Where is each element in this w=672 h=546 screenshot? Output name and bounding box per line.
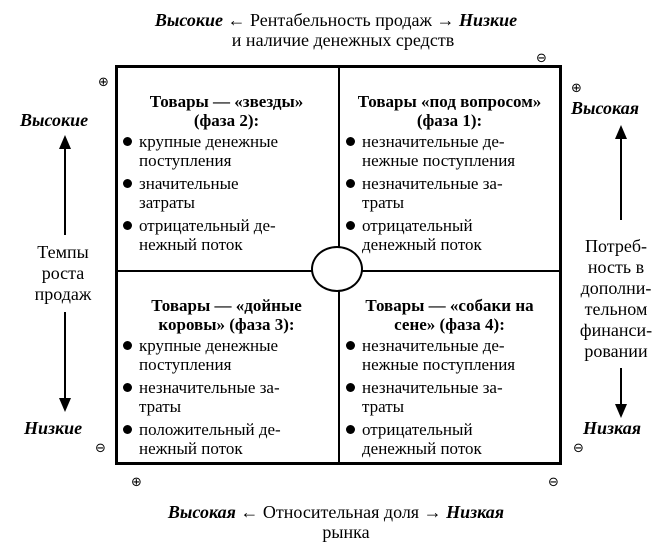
sign-plus-top-right: ⊕ bbox=[571, 81, 582, 96]
top-axis-line2: и наличие денежных средств bbox=[231, 30, 455, 50]
quadrant-title-line: Товары «под вопросом» bbox=[357, 92, 542, 111]
quadrant-question: Товары «под вопросом» (фаза 1): незначит… bbox=[342, 92, 557, 258]
list-item: незначительные за-траты bbox=[119, 378, 334, 416]
top-axis-right-arrow: → bbox=[436, 10, 455, 30]
quadrant-title: Товары — «собаки на сене» (фаза 4): bbox=[342, 296, 557, 334]
bottom-axis-high: Высокая bbox=[167, 502, 236, 522]
bottom-axis-line1: Высокая ← Относительная доля → Низкая bbox=[0, 502, 672, 522]
list-item: незначительные де-нежные поступления bbox=[342, 336, 557, 374]
sign-minus-top-center: ⊖ bbox=[536, 51, 547, 66]
sign-minus-bottom-right: ⊖ bbox=[573, 441, 584, 456]
sign-plus-top-left: ⊕ bbox=[98, 75, 109, 90]
right-axis-arrow-down bbox=[615, 368, 627, 418]
left-axis-label-line: Темпы bbox=[37, 242, 89, 262]
bottom-axis-title: Относительная доля bbox=[262, 502, 420, 522]
top-axis-line1: Высокие ← Рентабельность продаж → Низкие bbox=[0, 10, 672, 30]
right-axis-low: Низкая bbox=[583, 418, 641, 438]
top-axis-title: Рентабельность продаж bbox=[250, 10, 432, 30]
list-item: положительный де-нежный поток bbox=[119, 420, 334, 458]
right-axis-label-line: ровании bbox=[584, 341, 648, 361]
left-axis-label-line: продаж bbox=[34, 284, 92, 304]
quadrant-title-line: Товары — «собаки на bbox=[365, 296, 534, 315]
bottom-axis-left-arrow: ← bbox=[240, 502, 259, 522]
quadrant-title-line: (фаза 1): bbox=[416, 111, 483, 130]
sign-minus-bottom-center: ⊖ bbox=[548, 475, 559, 490]
quadrant-title-line: Товары — «дойные bbox=[151, 296, 302, 315]
quadrant-title-line: Товары — «звезды» bbox=[149, 92, 304, 111]
bottom-axis-low: Низкая bbox=[446, 502, 505, 522]
quadrant-list: незначительные де-нежные поступления нез… bbox=[342, 336, 557, 458]
quadrant-stars: Товары — «звезды» (фаза 2): крупные дене… bbox=[119, 92, 334, 258]
right-axis-high: Высокая bbox=[571, 98, 639, 118]
quadrant-dogs: Товары — «собаки на сене» (фаза 4): незн… bbox=[342, 296, 557, 462]
left-axis-label-line: роста bbox=[41, 263, 85, 283]
right-axis-arrow bbox=[615, 125, 627, 220]
right-axis-label-line: финанси- bbox=[579, 320, 653, 340]
left-axis-low: Низкие bbox=[24, 418, 83, 438]
quadrant-title: Товары «под вопросом» (фаза 1): bbox=[342, 92, 557, 130]
list-item: отрицательный де-нежный поток bbox=[119, 216, 334, 254]
bottom-axis-line2: рынка bbox=[322, 522, 370, 542]
top-axis-high: Высокие bbox=[154, 10, 224, 30]
center-circle bbox=[311, 246, 363, 292]
right-axis-label-line: тельном bbox=[584, 299, 648, 319]
quadrant-title: Товары — «дойные коровы» (фаза 3): bbox=[119, 296, 334, 334]
right-axis-label-line: дополни- bbox=[580, 278, 652, 298]
right-axis-label-line: ность в bbox=[587, 257, 645, 277]
sign-plus-bottom-left: ⊕ bbox=[131, 475, 142, 490]
quadrant-cows: Товары — «дойные коровы» (фаза 3): крупн… bbox=[119, 296, 334, 462]
left-axis-label: Темпы роста продаж bbox=[18, 242, 108, 305]
right-axis-label: Потреб- ность в дополни- тельном финанси… bbox=[568, 236, 664, 362]
bottom-axis-right-arrow: → bbox=[423, 502, 442, 522]
quadrant-title: Товары — «звезды» (фаза 2): bbox=[119, 92, 334, 130]
quadrant-list: незначительные де-нежные поступления нез… bbox=[342, 132, 557, 254]
right-axis-label-line: Потреб- bbox=[585, 236, 647, 256]
quadrant-title-line: (фаза 2): bbox=[193, 111, 260, 130]
left-axis-arrow bbox=[59, 135, 71, 235]
quadrant-title-line: сене» (фаза 4): bbox=[394, 315, 505, 334]
quadrant-title-line: коровы» (фаза 3): bbox=[158, 315, 295, 334]
left-axis-arrow-down bbox=[59, 312, 71, 412]
top-axis-low: Низкие bbox=[458, 10, 518, 30]
list-item: незначительные за-траты bbox=[342, 378, 557, 416]
list-item: незначительные за-траты bbox=[342, 174, 557, 212]
list-item: незначительные де-нежные поступления bbox=[342, 132, 557, 170]
left-axis-high: Высокие bbox=[20, 110, 89, 130]
sign-minus-bottom-left: ⊖ bbox=[95, 441, 106, 456]
top-axis-left-arrow: ← bbox=[227, 10, 246, 30]
